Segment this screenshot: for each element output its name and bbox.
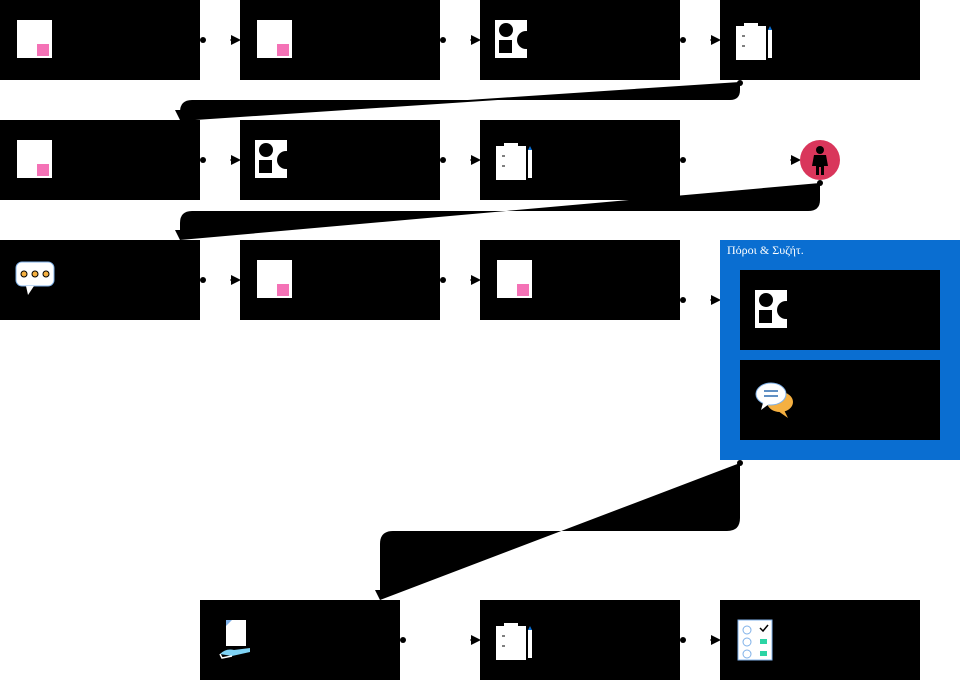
document-icon <box>14 138 56 182</box>
edge-n6-n7 <box>440 155 481 165</box>
node-n11[interactable] <box>480 240 680 320</box>
edge-n9-n10 <box>200 275 241 285</box>
node-n16[interactable] <box>720 600 920 680</box>
node-n3[interactable] <box>480 0 680 80</box>
node-n14[interactable] <box>200 600 400 680</box>
group-label: Πόροι & Συζήτ. <box>727 243 804 257</box>
edge-n1-n2 <box>200 35 241 45</box>
shapes-icon <box>254 138 296 182</box>
checklist-pencil-icon <box>734 18 776 62</box>
node-n12[interactable] <box>740 270 940 350</box>
checklist-done-icon <box>734 618 776 662</box>
document-hand-icon <box>218 618 260 662</box>
node-n6[interactable] <box>240 120 440 200</box>
node-n4[interactable] <box>720 0 920 80</box>
checklist-pencil-icon <box>494 618 536 662</box>
edge-n5-n6 <box>200 155 241 165</box>
discussion-icon <box>754 378 796 422</box>
edge-n10-n11 <box>440 275 481 285</box>
document-icon <box>254 258 296 302</box>
shapes-icon <box>754 288 796 332</box>
edge-n3-n4 <box>680 35 721 45</box>
edge-group-n14 <box>375 460 743 600</box>
node-n15[interactable] <box>480 600 680 680</box>
resources-discussion-group[interactable]: Πόροι & Συζήτ. <box>720 240 960 460</box>
node-n5[interactable] <box>0 120 200 200</box>
edge-n2-n3 <box>440 35 481 45</box>
shapes-icon <box>494 18 536 62</box>
document-icon <box>14 18 56 62</box>
edge-n14-n15 <box>400 635 481 645</box>
edge-n15-n16 <box>680 635 721 645</box>
node-n1[interactable] <box>0 0 200 80</box>
node-n7[interactable] <box>480 120 680 200</box>
node-n13[interactable] <box>740 360 940 440</box>
checklist-pencil-icon <box>494 138 536 182</box>
node-n9[interactable] <box>0 240 200 320</box>
edge-n11-group <box>680 295 721 305</box>
document-icon <box>494 258 536 302</box>
person-icon <box>812 146 828 175</box>
edge-n7-n8 <box>680 155 801 165</box>
node-n10[interactable] <box>240 240 440 320</box>
chat-bubble-icon <box>14 258 56 302</box>
edge-n4-n5 <box>175 80 743 121</box>
document-icon <box>254 18 296 62</box>
node-n8[interactable] <box>800 140 840 180</box>
node-n2[interactable] <box>240 0 440 80</box>
